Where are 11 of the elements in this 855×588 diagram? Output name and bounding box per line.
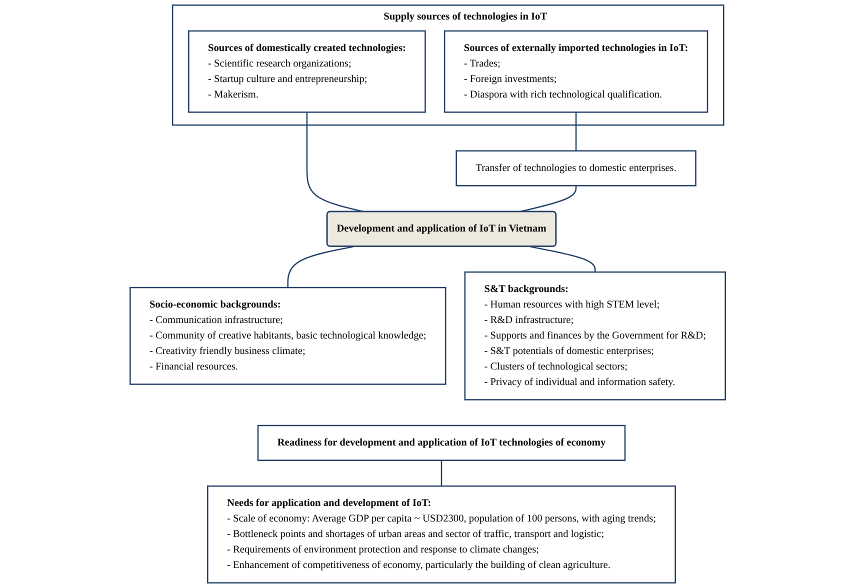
- connector: [286, 246, 354, 288]
- connector: [530, 246, 596, 272]
- node-box: S&T backgrounds: - Human resources with high STEM level; - R&D infrastructure; - Supports and finances by the Government for R&D; - S&T potentials of domestic enterprises; - Clusters of technological sectors; - Privacy of individual and information safety.: [464, 271, 726, 400]
- connector: [440, 460, 442, 486]
- node-box: Sources of externally imported technologies in IoT: - Trades; - Foreign investments; - Diaspora with rich technological qualification.: [444, 30, 708, 113]
- node-box: Sources of domestically created technologies: - Scientific research organizations; - Startup culture and entrepreneurship; - Makerism.: [188, 30, 426, 113]
- node-box: Socio-economic backgrounds: - Communication infrastructure; - Community of creative habitants, basic technological knowledge; - Creativity friendly business climate; - Financial resources.: [129, 286, 446, 385]
- connector: [575, 112, 576, 151]
- node-box: Transfer of technologies to domestic enterprises.: [455, 150, 696, 186]
- node-box: Readiness for development and application of IoT technologies of economy: [257, 424, 626, 461]
- node-box: Needs for application and development of IoT: - Scale of economy: Average GDP per capita ~ USD2300, population of 100 persons, with aging trends; - Bottleneck points and shortages of urban areas and sector of traffic, transport and logistic; - Requirements of environment protection and response to climate changes; - Enhancement of competitiveness of economy, particularly the building of clean agriculture.: [206, 485, 676, 584]
